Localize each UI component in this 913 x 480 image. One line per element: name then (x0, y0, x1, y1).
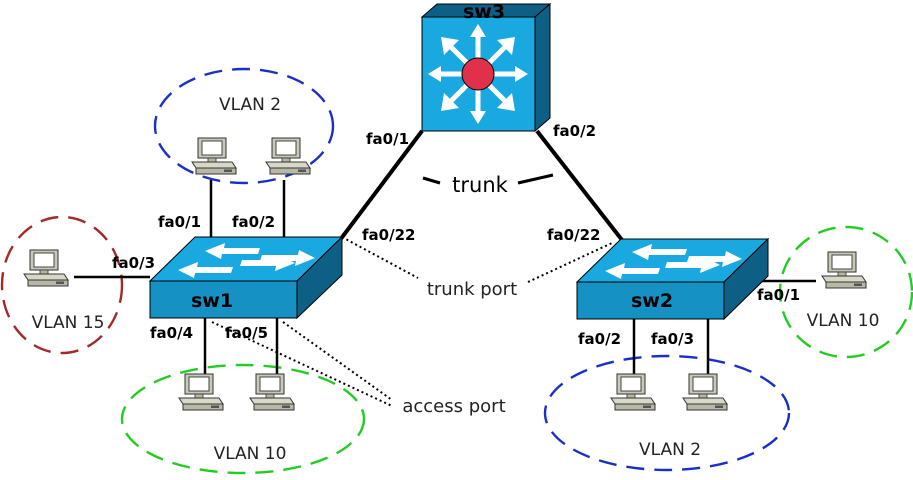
vlan-label-sw1-top: VLAN 2 (219, 95, 281, 115)
sw3-arrows-icon (428, 24, 528, 124)
pc-icon (821, 251, 867, 289)
access-switch-sw2 (575, 237, 770, 321)
trunk-link-sw3-sw1 (338, 129, 424, 242)
sw3-label: sw3 (463, 1, 505, 23)
pc-icon (610, 373, 656, 411)
port-label-sw2-fa01: fa0/1 (757, 286, 800, 304)
port-label-sw3-fa01: fa0/1 (366, 130, 409, 148)
port-label-sw1-fa02: fa0/2 (232, 213, 275, 231)
vlan2-zone-sw1 (153, 67, 335, 185)
port-label-sw2-fa03: fa0/3 (651, 330, 694, 348)
vlan10-zone-sw1 (120, 363, 366, 475)
sw2-label: sw2 (631, 290, 673, 312)
port-label-sw1-fa04: fa0/4 (150, 324, 193, 342)
vlan-label-sw2-right: VLAN 10 (807, 311, 880, 331)
access-switch-sw1 (148, 235, 344, 320)
port-label-sw1-fa05: fa0/5 (225, 324, 268, 342)
port-label-sw2-fa02: fa0/2 (578, 330, 621, 348)
vlan15-zone-sw1 (0, 215, 124, 355)
sw2-side-face (723, 237, 769, 321)
trunk-brace-right (517, 173, 554, 185)
pointer-trunk-port-sw1 (341, 236, 419, 279)
sw3-center-dot (461, 57, 495, 91)
sw2-front-face (576, 281, 725, 320)
core-switch-sw3 (420, 2, 552, 133)
trunk-port-label: trunk port (427, 279, 517, 300)
port-label-sw3-fa02: fa0/2 (553, 122, 596, 140)
sw1-arrows-icon (178, 243, 315, 278)
pointer-access-port-fa05 (282, 321, 393, 401)
pc-icon (191, 137, 237, 175)
sw2-arrows-icon (605, 244, 742, 279)
access-port-label: access port (402, 396, 505, 417)
sw1-label: sw1 (191, 290, 233, 312)
trunk-label: trunk (452, 173, 508, 197)
pointer-trunk-port-sw2 (527, 242, 613, 283)
pc-icon (178, 373, 224, 411)
pc-icon (23, 249, 69, 287)
port-label-sw1-fa03: fa0/3 (112, 254, 155, 272)
port-label-sw2-fa022: fa0/22 (547, 226, 600, 244)
sw1-side-face (296, 235, 343, 320)
pc-icon (249, 373, 295, 411)
vlan2-zone-sw2 (543, 354, 791, 472)
trunk-link-sw3-sw2 (535, 129, 624, 242)
port-label-sw1-fa01: fa0/1 (158, 213, 201, 231)
vlan-label-sw2-bottom: VLAN 2 (639, 440, 701, 460)
pointer-access-port-fa04 (211, 321, 393, 407)
pc-icon (682, 373, 728, 411)
vlan10-zone-sw2 (778, 225, 913, 359)
vlan-label-sw1-bottom: VLAN 10 (214, 444, 287, 464)
vlan-label-sw1-left: VLAN 15 (32, 313, 105, 333)
port-label-sw1-fa022: fa0/22 (362, 226, 415, 244)
trunk-brace-left (422, 176, 441, 185)
pc-icon (265, 137, 311, 175)
sw3-side-face (534, 2, 551, 133)
